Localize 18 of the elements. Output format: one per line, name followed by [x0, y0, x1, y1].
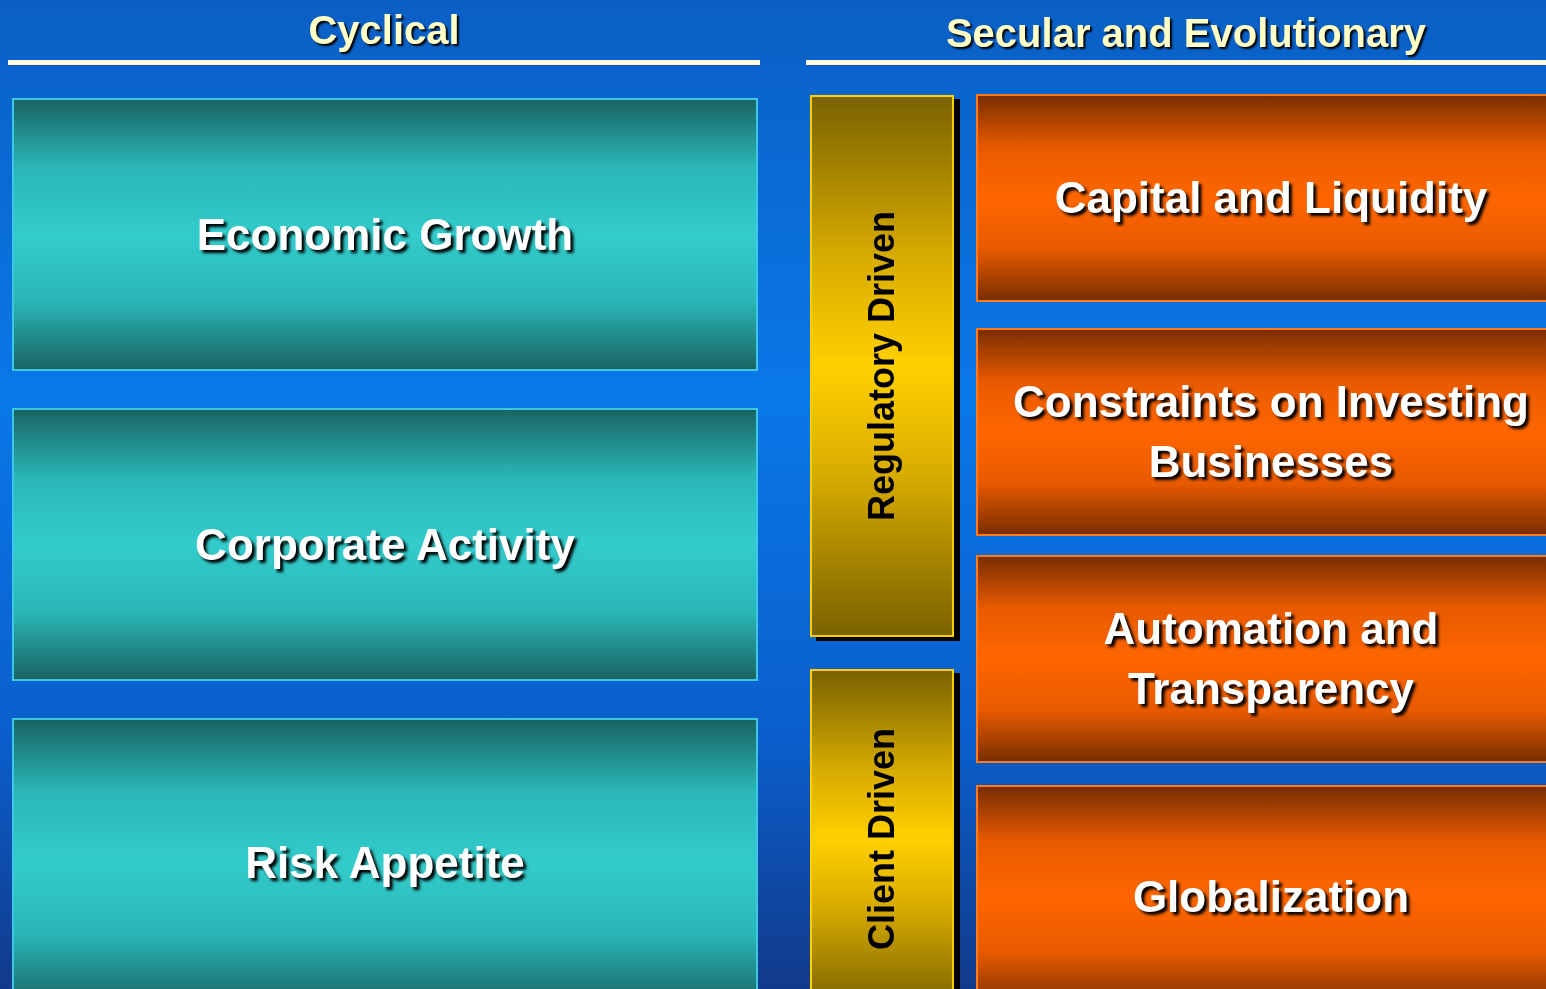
box-label: Risk Appetite [245, 837, 525, 889]
cyclical-factor-box [12, 408, 758, 681]
secular-factor-box [976, 94, 1546, 302]
box-label: Constraints on Investing Businesses [1012, 376, 1530, 488]
secular-factor-box [976, 328, 1546, 536]
box-label: Economic Growth [196, 208, 574, 261]
secular-factor-box [976, 785, 1546, 989]
cyclical-factor-box [12, 718, 758, 989]
box-label: Automation and Transparency [1102, 603, 1440, 715]
column-heading: Cyclical [307, 7, 461, 54]
box-label: Regulatory Driven [861, 210, 903, 522]
box-label: Client Driven [861, 727, 903, 950]
box-label: Globalization [1132, 871, 1410, 923]
box-label: Capital and Liquidity [1054, 172, 1488, 224]
cyclical-factor-box [12, 98, 758, 371]
column-heading: Secular and Evolutionary [944, 10, 1428, 57]
secular-factor-box [976, 555, 1546, 763]
box-label: Corporate Activity [195, 518, 575, 571]
